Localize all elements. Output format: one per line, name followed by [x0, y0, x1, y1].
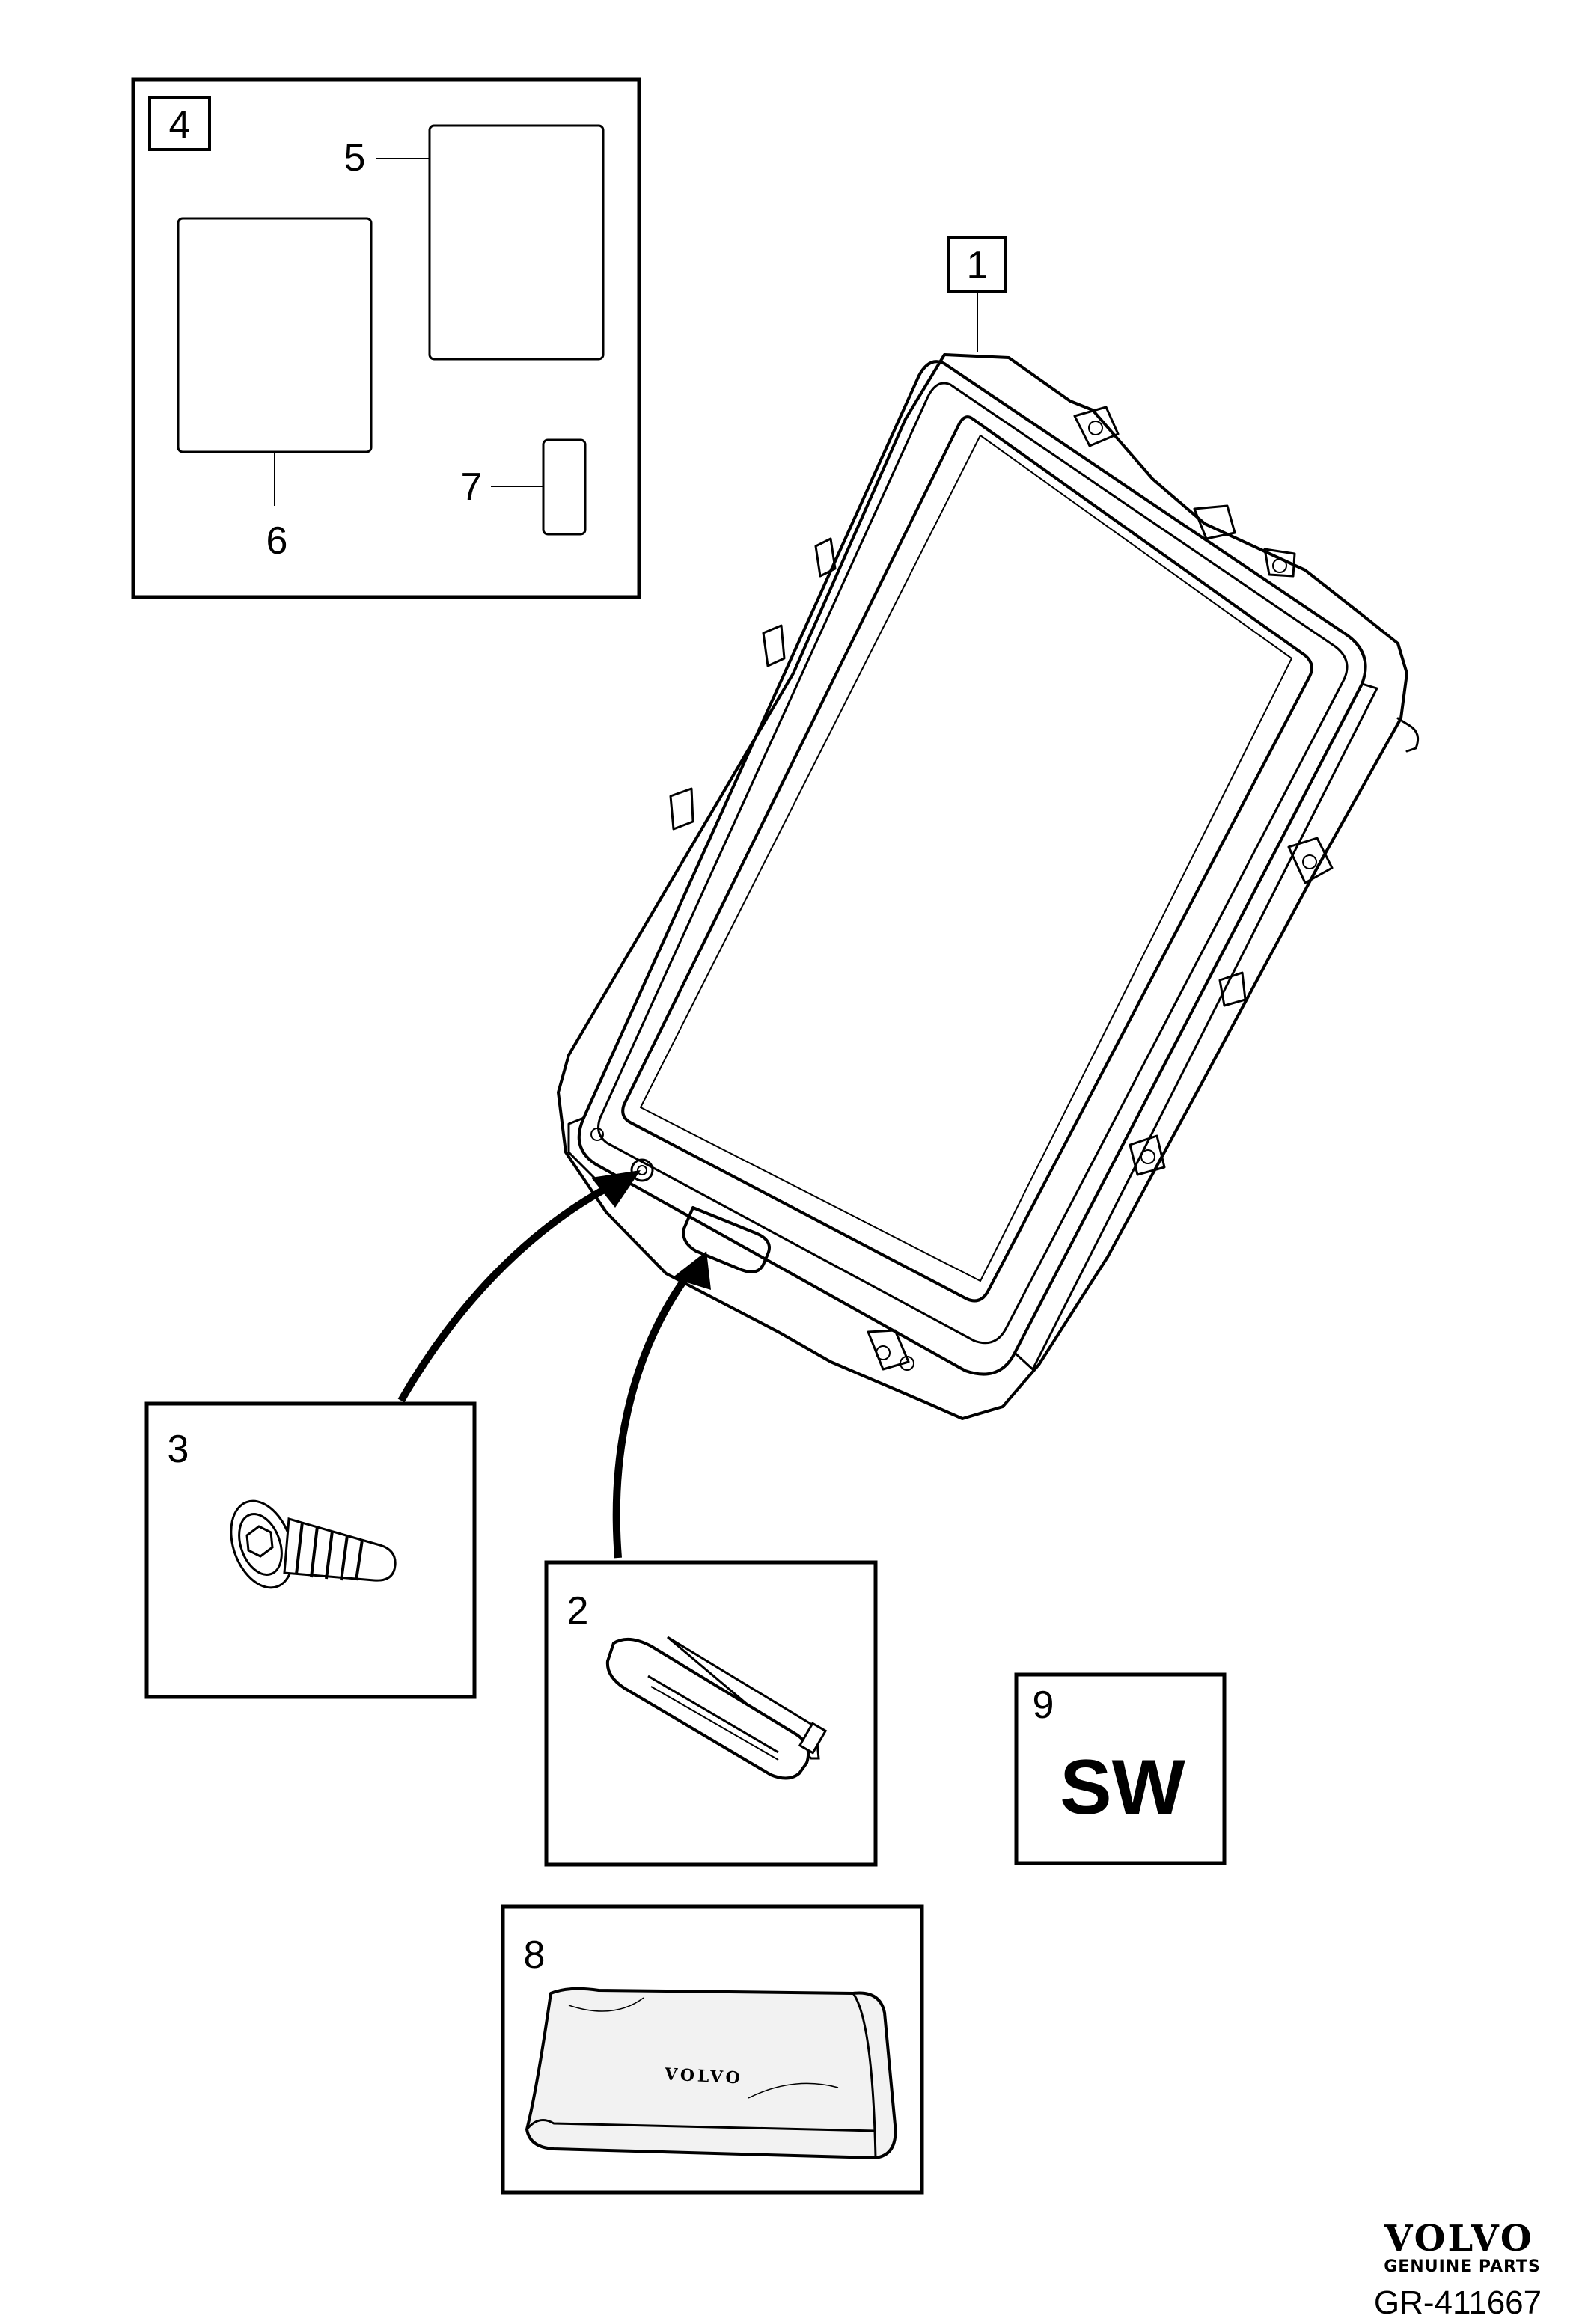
software-box-9: 9 SW — [1014, 1672, 1227, 1865]
callout-group-1: 1 — [947, 236, 1007, 352]
callout-8: 8 — [524, 1933, 546, 1977]
callout-6: 6 — [266, 519, 288, 563]
arrow-to-screw-hole — [397, 1170, 641, 1403]
cover-cap-icon — [605, 1636, 828, 1780]
brand-name: VOLVO — [1384, 2218, 1533, 2260]
label-sheet-5 — [428, 124, 605, 361]
label-sheet-6 — [177, 217, 373, 453]
label-strip-7 — [542, 438, 587, 536]
screw-icon — [230, 1499, 397, 1589]
callout-3: 3 — [168, 1428, 189, 1471]
software-label: SW — [1060, 1744, 1185, 1831]
part-box-2: 2 — [544, 1560, 878, 1867]
callout-5: 5 — [344, 136, 366, 180]
cleaning-cloth-icon: VOLVO — [525, 1987, 897, 2159]
part-box-3: 3 — [144, 1401, 477, 1699]
kit-box-4: 4 5 6 7 — [131, 77, 641, 599]
callout-1: 1 — [967, 244, 989, 287]
callout-box-4 — [148, 96, 211, 151]
reference-number: GR-411667 — [1374, 2284, 1542, 2321]
arrow-to-cap-slot — [612, 1251, 711, 1559]
callout-7: 7 — [461, 465, 483, 509]
part-box-8: 8 VOLVO — [501, 1904, 924, 2195]
brand-tagline: GENUINE PARTS — [1384, 2257, 1541, 2276]
callout-9: 9 — [1033, 1684, 1054, 1727]
cloth-logo: VOLVO — [663, 2064, 743, 2088]
callout-2: 2 — [567, 1589, 589, 1633]
brand-block: VOLVO GENUINE PARTS GR-411667 — [1374, 2218, 1542, 2321]
callout-4: 4 — [169, 103, 191, 147]
display-unit-icon — [557, 353, 1420, 1420]
